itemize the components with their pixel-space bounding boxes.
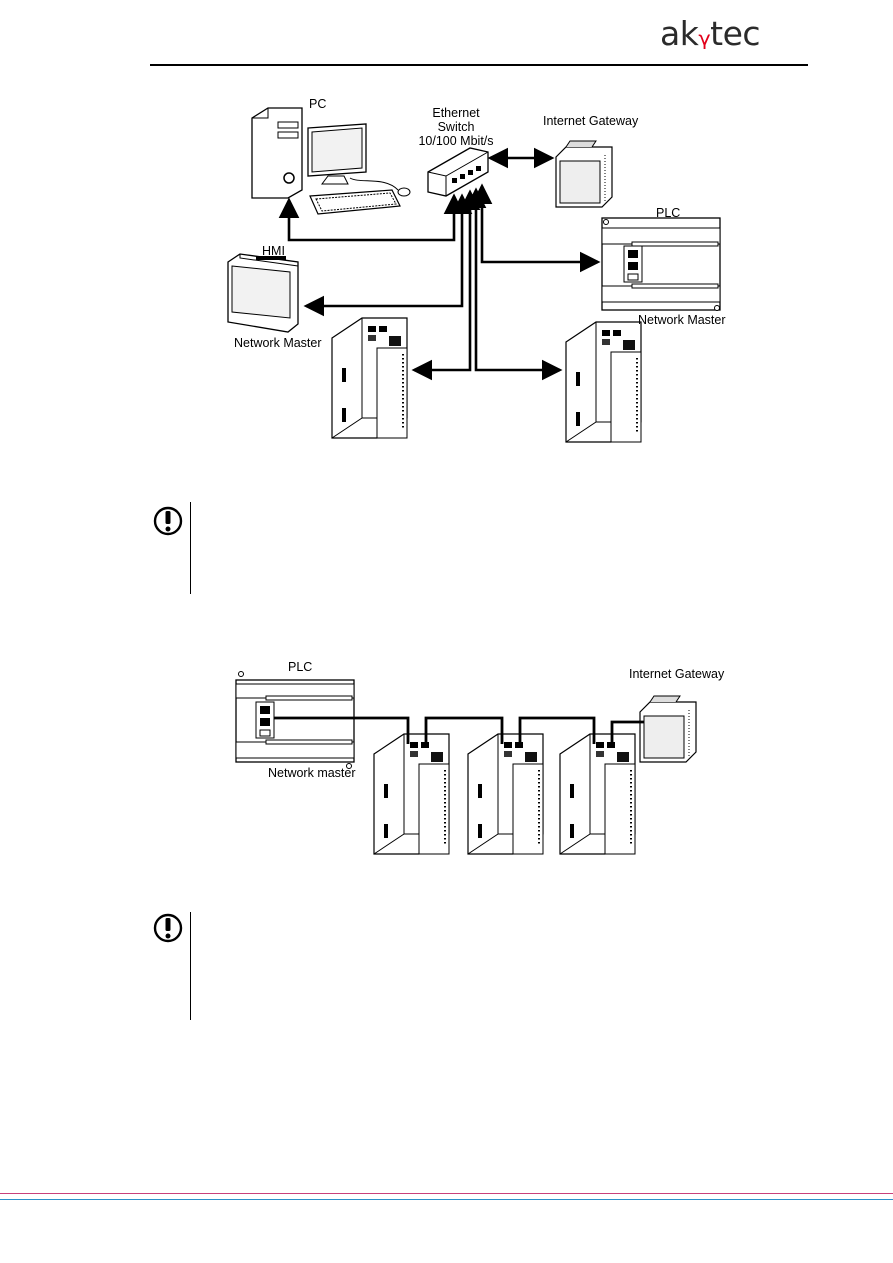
plc-label-1: PLC [656,206,681,220]
network-master-label-right: Network Master [638,313,726,327]
plc-label-2: PLC [288,660,313,674]
network-master-label-left: Network Master [234,336,322,350]
plc-1 [601,217,721,311]
ethernet-cables-1 [278,147,601,381]
note-1-icon [153,506,183,536]
gateway-label-1: Internet Gateway [543,114,639,128]
note-2-bar [190,912,191,1020]
gateway-label-2: Internet Gateway [629,667,725,681]
internet-gateway-1 [555,140,613,208]
switch-label-line2: Switch [437,120,475,134]
hmi-panel [227,253,299,333]
ethernet-switch [427,147,489,197]
note-2-icon [153,913,183,943]
io-module-2 [565,321,642,443]
header-rule [150,64,808,66]
footer-line-magenta [0,1193,893,1194]
switch-label-line1: Ethernet [432,106,480,120]
io-module-3 [373,733,450,855]
akytec-logo: akᵧtec [660,14,761,53]
hmi-label: HMI [262,244,285,258]
io-module-1 [331,317,408,439]
pc-monitor [307,123,367,185]
pc-label: PC [309,97,327,111]
switch-label: Ethernet Switch 10/100 Mbit/s [410,106,502,148]
switch-label-line3: 10/100 Mbit/s [418,134,494,148]
io-module-4 [467,733,544,855]
plc-2 [235,671,355,769]
footer-line-blue [0,1199,893,1200]
io-module-5 [559,733,636,855]
network-master-label-2: Network master [268,766,356,780]
internet-gateway-2 [639,695,697,763]
ethernet-cables-2 [274,716,644,744]
note-1-bar [190,502,191,594]
pc-tower [251,107,303,199]
